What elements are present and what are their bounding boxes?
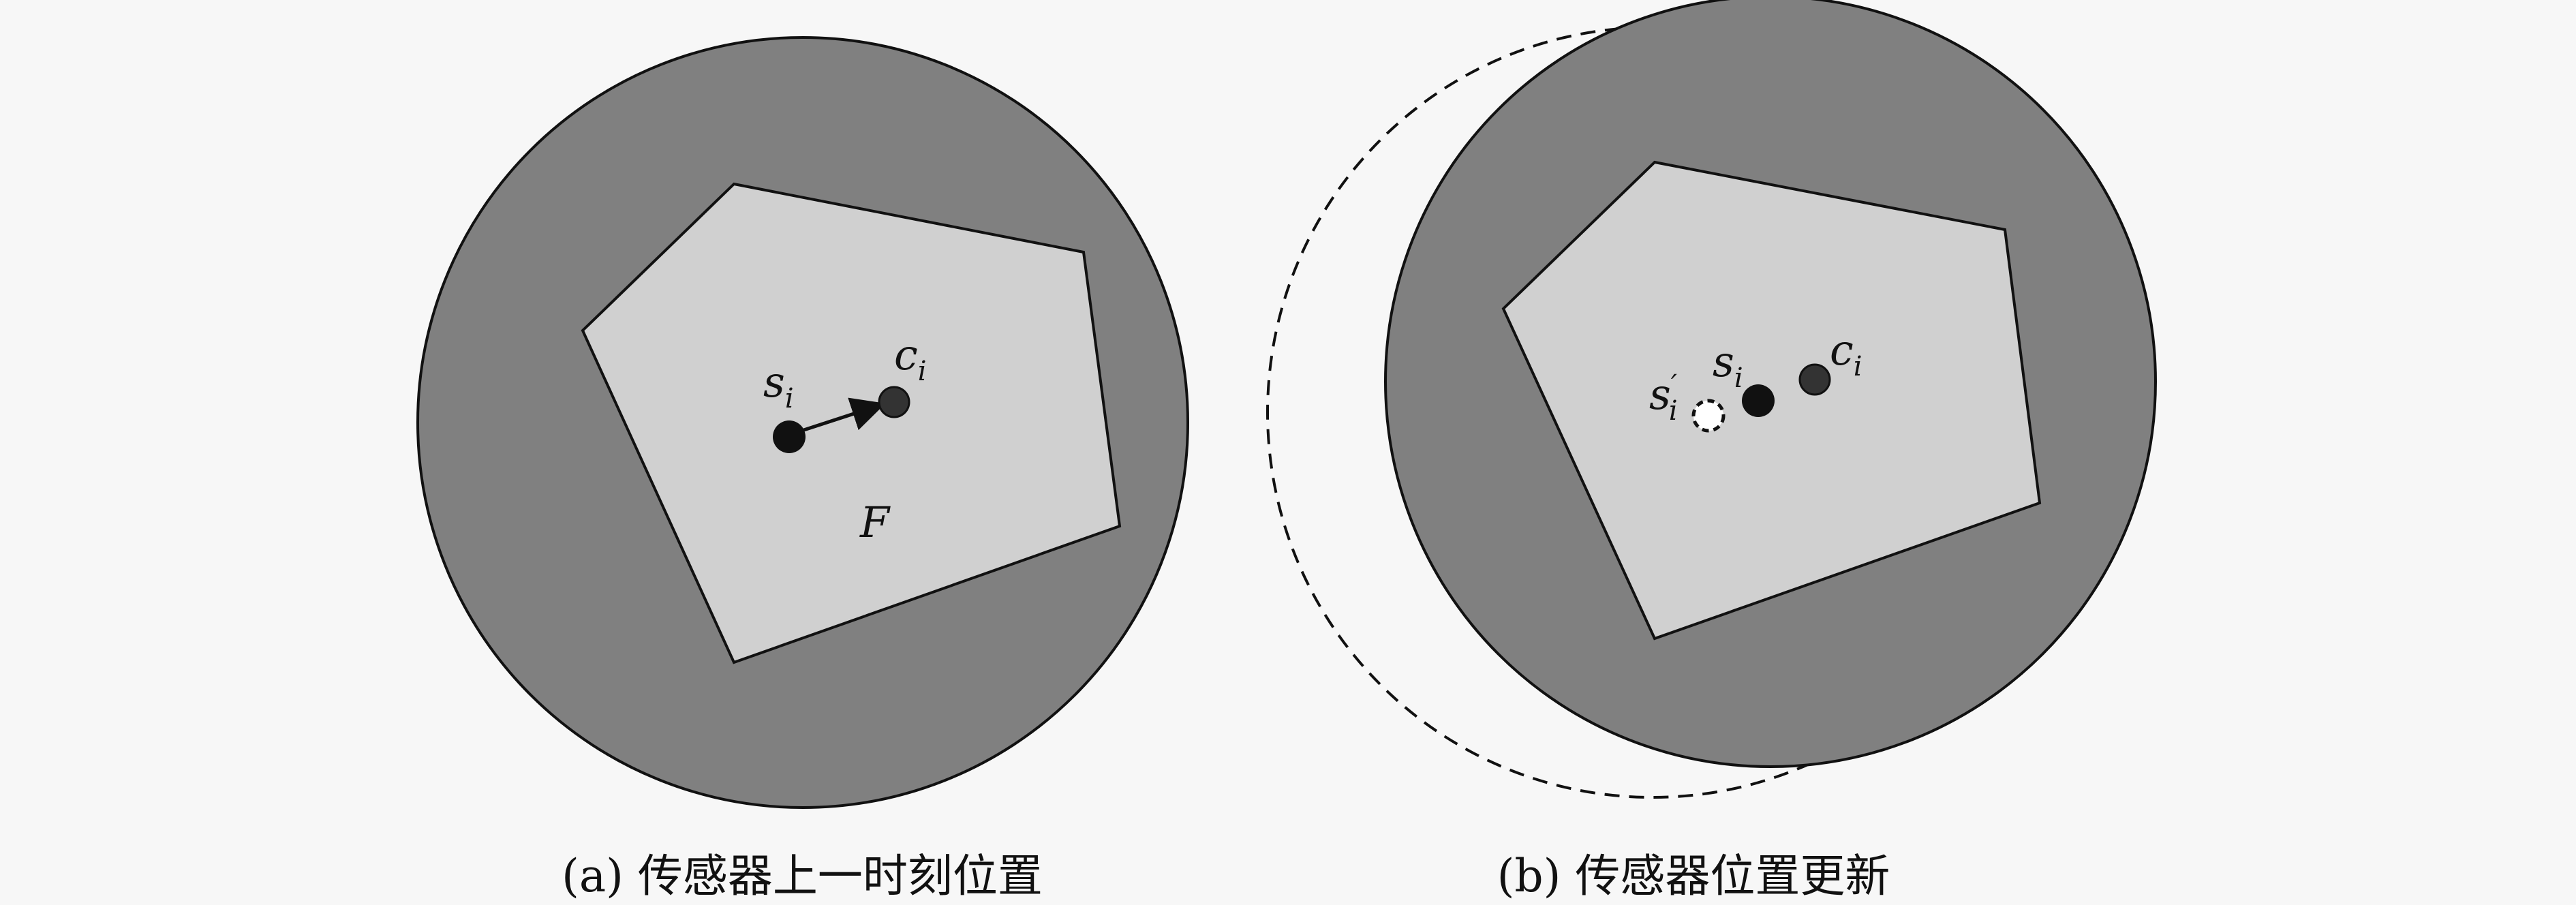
sensor-label-a: si: [763, 357, 794, 414]
caption-panel-a: (a) 传感器上一时刻位置: [562, 850, 1043, 902]
previous-sensor-label-b: s′i: [1649, 369, 1678, 427]
previous-sensor-dot-b: [1691, 399, 1726, 433]
sensor-dot-b: [1742, 384, 1775, 417]
movement-arrow-a: [788, 397, 886, 437]
centroid-dot-a: [878, 386, 910, 418]
sensor-label-b: si: [1713, 337, 1743, 394]
sensor-dot-a: [773, 420, 806, 453]
panel-a: si ci F: [416, 36, 1189, 809]
caption-panel-b: (b) 传感器位置更新: [1497, 850, 1890, 902]
centroid-label-a: ci: [894, 330, 927, 387]
centroid-dot-b: [1798, 363, 1831, 396]
centroid-label-b: ci: [1830, 325, 1862, 382]
panel-b: s′i si ci: [1266, 0, 2157, 799]
region-label-f: F: [859, 497, 891, 547]
